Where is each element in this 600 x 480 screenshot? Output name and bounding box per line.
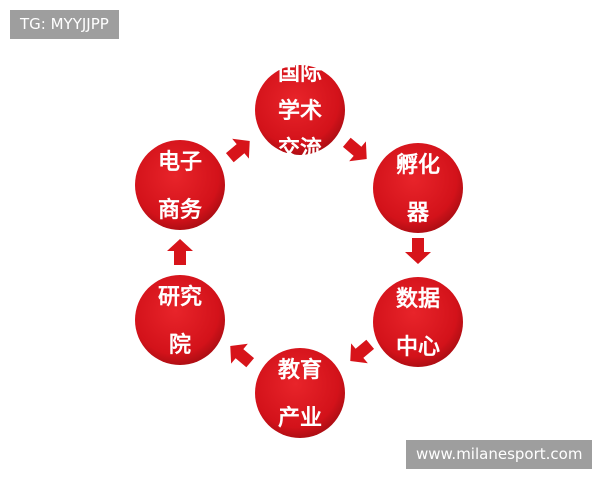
node-label: 产业: [278, 406, 322, 431]
flow-arrow-icon: [225, 138, 250, 163]
node-label: 教育: [278, 357, 322, 383]
node-label: 电子: [158, 150, 202, 175]
node-circle: [255, 65, 345, 155]
flow-arrow-icon: [342, 137, 367, 162]
flow-arrow-icon: [405, 238, 431, 264]
watermark-top: TG: MYYJJPP: [10, 10, 119, 39]
flow-arrow-icon: [230, 343, 255, 368]
watermark-bottom: www.milanesport.com: [406, 440, 593, 469]
node-label: 器: [406, 201, 430, 226]
node-circle: [373, 143, 463, 233]
node-circle: [135, 275, 225, 365]
node-research-institute: 研究院: [135, 275, 225, 365]
node-incubator: 孵化器: [373, 143, 463, 233]
node-label: 国际: [278, 61, 322, 86]
node-label: 孵化: [396, 152, 440, 178]
node-label: 学术: [278, 98, 322, 124]
node-label: 院: [169, 332, 191, 358]
node-label: 研究: [158, 284, 202, 310]
node-label: 商务: [158, 197, 203, 223]
node-label: 数据: [396, 286, 440, 312]
node-circle: [135, 140, 225, 230]
flow-arrow-icon: [167, 239, 193, 265]
flow-arrow-icon: [350, 339, 375, 364]
node-label: 中心: [396, 335, 440, 360]
node-label: 交流: [278, 136, 322, 162]
node-circle: [255, 348, 345, 438]
node-circle: [373, 277, 463, 367]
